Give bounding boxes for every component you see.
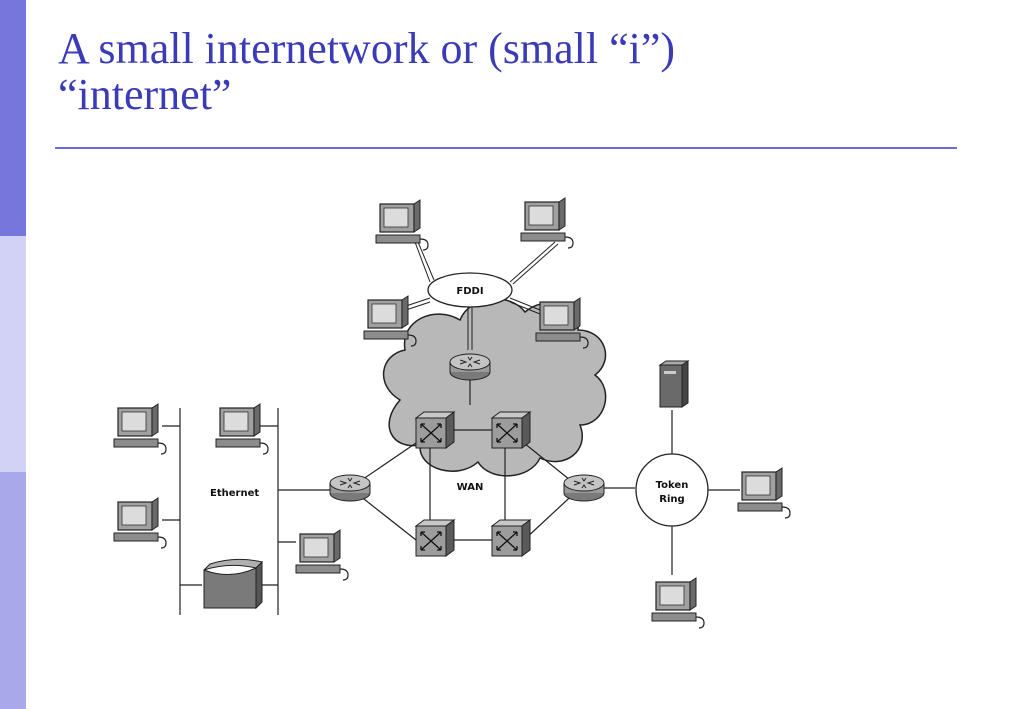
ethernet-workstation-1	[113, 403, 167, 455]
ethernet-workstation-3	[215, 403, 269, 455]
fddi-links	[399, 241, 559, 350]
wan-switch-3	[415, 519, 455, 557]
token-ring-workstation-1	[737, 467, 791, 519]
fddi-workstation-1	[375, 199, 429, 251]
wan-switch-4	[491, 519, 531, 557]
router-ethernet	[329, 474, 371, 502]
title-divider	[55, 147, 957, 149]
fddi-workstation-2	[520, 197, 574, 249]
slide-title-line2: “internet”	[58, 70, 232, 119]
slide-title: A small internetwork or (small “i”) “int…	[58, 26, 958, 118]
token-ring-workstation-2	[651, 577, 705, 629]
token-ring-links	[604, 410, 740, 575]
sidebar-band-middle	[0, 236, 26, 472]
wan-label: WAN	[457, 482, 484, 493]
wan-switch-2	[491, 411, 531, 449]
slide-sidebar	[0, 0, 26, 709]
fddi-ring	[427, 272, 513, 308]
server-icon	[658, 360, 690, 408]
router-token-ring	[563, 474, 605, 502]
wan-switch-1	[415, 411, 455, 449]
wan-links	[349, 380, 581, 541]
network-diagram: FDDI WAN Ethernet	[113, 197, 791, 629]
fddi-workstation-3	[363, 295, 417, 347]
sidebar-band-bottom	[0, 472, 26, 709]
token-ring-label-line2: Ring	[659, 494, 684, 505]
ethernet-workstation-4	[295, 529, 349, 581]
slide-title-line1: A small internetwork or (small “i”)	[58, 24, 676, 73]
ethernet-label: Ethernet	[210, 488, 259, 499]
router-fddi	[449, 353, 491, 381]
storage-device-icon	[203, 558, 263, 610]
ethernet-segment	[162, 408, 330, 615]
fddi-workstation-4	[535, 297, 589, 349]
token-ring	[635, 453, 709, 527]
fddi-label: FDDI	[456, 286, 483, 297]
ethernet-workstation-2	[113, 497, 167, 549]
token-ring-label-line1: Token	[656, 480, 689, 491]
sidebar-band-top	[0, 0, 26, 236]
